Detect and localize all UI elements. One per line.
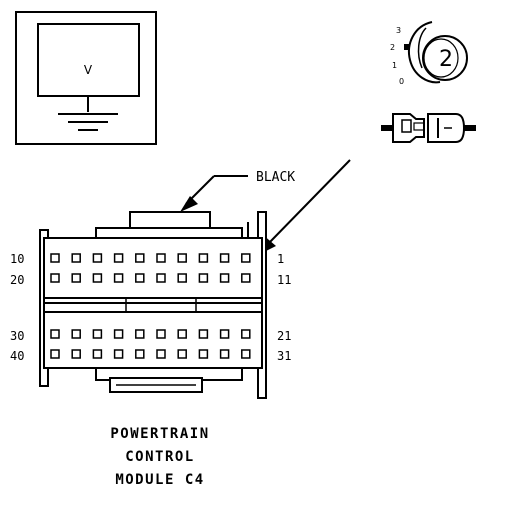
pin-label-30: 30 (10, 329, 24, 343)
callout-arrowhead (180, 196, 198, 212)
pin-cavity (156, 349, 166, 359)
probe-position-0: 0 (399, 77, 404, 86)
pin-cavity (71, 329, 81, 339)
pin-cavity (71, 253, 81, 263)
pin-label-31: 31 (277, 349, 291, 363)
pin-cavity (219, 329, 230, 339)
pin-cavity (135, 253, 145, 263)
pin-label-40: 40 (10, 349, 24, 363)
pin-cavity (177, 329, 187, 339)
pin-cavity (198, 273, 209, 283)
pin-cavity (198, 329, 209, 339)
meter-label: V (84, 63, 93, 77)
pin-cavity (50, 273, 60, 283)
pin-cavity (241, 349, 251, 359)
pin-cavity (50, 329, 60, 339)
pin-cavity (177, 273, 187, 283)
pin-cavity (113, 273, 124, 283)
pin-cavity (241, 329, 251, 339)
pin-cavity (156, 253, 166, 263)
title-line-3: MODULE C4 (115, 472, 204, 488)
pin-cavity (177, 349, 187, 359)
meter-display-box (37, 23, 140, 97)
meter-outer-frame (15, 11, 157, 145)
pin-cavity (92, 253, 103, 263)
callout-label: BLACK (256, 170, 295, 185)
probe-tool: 3 2 1 0 2 (381, 21, 476, 143)
title-line-1: POWERTRAIN (110, 426, 209, 442)
probe-position-3: 3 (396, 26, 401, 35)
pin-cavity (135, 273, 145, 283)
pin-cavity (219, 273, 230, 283)
pin-cavity (241, 253, 251, 263)
pin-label-11: 11 (277, 273, 291, 287)
pin-cavity (50, 253, 60, 263)
pin-cavity (113, 349, 124, 359)
probe-dial-icon: 2 (404, 21, 468, 84)
pin-cavity (135, 349, 145, 359)
pin-cavity (198, 349, 209, 359)
voltmeter-symbol: V (15, 11, 157, 145)
probe-badge: 2 (439, 47, 453, 72)
pin-cavity (241, 273, 251, 283)
pin-cavity (156, 329, 166, 339)
pin-cavity (198, 253, 209, 263)
pin-cavity (177, 253, 187, 263)
pin-label-21: 21 (277, 329, 291, 343)
terminal-probe-icon (381, 113, 476, 143)
pin-cavity (113, 329, 124, 339)
pin-label-20: 20 (10, 273, 24, 287)
pin-cavity (113, 253, 124, 263)
pin-cavity (92, 329, 103, 339)
pin-cavity (92, 273, 103, 283)
ground-icon (58, 113, 118, 131)
pin-cavity (219, 349, 230, 359)
pin-cavity (71, 273, 81, 283)
probe-position-1: 1 (392, 61, 397, 70)
connector-top-shroud (95, 227, 243, 239)
pin-cavity (71, 349, 81, 359)
pin-cavity (92, 349, 103, 359)
pin-label-10: 10 (10, 252, 24, 266)
pin-cavity (219, 253, 230, 263)
pin-cavity (50, 349, 60, 359)
probe-position-2: 2 (390, 43, 395, 52)
connector-title: POWERTRAIN CONTROL MODULE C4 (110, 426, 209, 488)
pin-cavity-grid (50, 253, 251, 359)
black-callout: BLACK (180, 170, 295, 212)
connector-body (39, 211, 267, 399)
pin-labels: 10 1 20 11 30 21 40 31 (10, 252, 291, 363)
pin-cavity (135, 329, 145, 339)
pin-cavity (156, 273, 166, 283)
pin-label-1: 1 (277, 252, 284, 266)
title-line-2: CONTROL (125, 449, 195, 465)
